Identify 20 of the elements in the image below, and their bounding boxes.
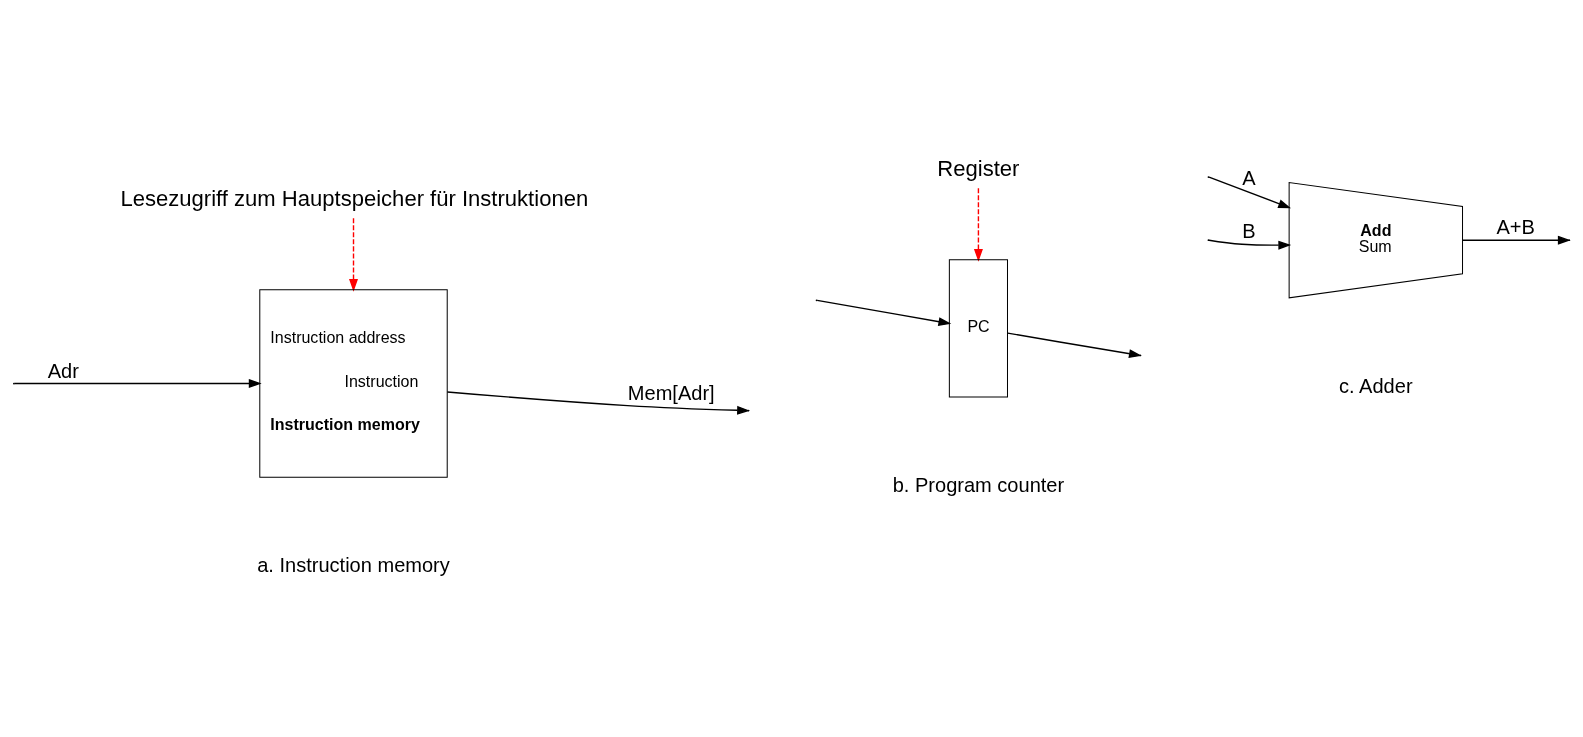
node-text: Register <box>937 155 1020 181</box>
label: c. Adder <box>1339 374 1413 397</box>
edge-label: Adr <box>47 359 79 382</box>
arrow <box>973 187 983 262</box>
edge-label: A+B <box>1496 216 1535 239</box>
edge-label: Mem[Adr] <box>627 381 715 404</box>
label: a. Instruction memory <box>257 553 450 576</box>
node-box: Add Sum <box>1288 182 1463 299</box>
arrow <box>446 391 750 415</box>
node-text: Lesezugriff zum Hauptspeicher für Instruktionen <box>120 185 589 211</box>
arrow <box>816 299 952 327</box>
node-box: Instruction address Instruction Instruction memory <box>259 289 448 478</box>
arrow <box>349 217 358 292</box>
label: b. Program counter <box>892 473 1065 496</box>
arrow <box>1462 235 1571 245</box>
edge-label: B <box>1242 220 1256 243</box>
edge-label: A <box>1242 167 1256 190</box>
arrow <box>1007 332 1142 359</box>
node-box: PC <box>948 259 1008 398</box>
arrow <box>13 379 262 389</box>
